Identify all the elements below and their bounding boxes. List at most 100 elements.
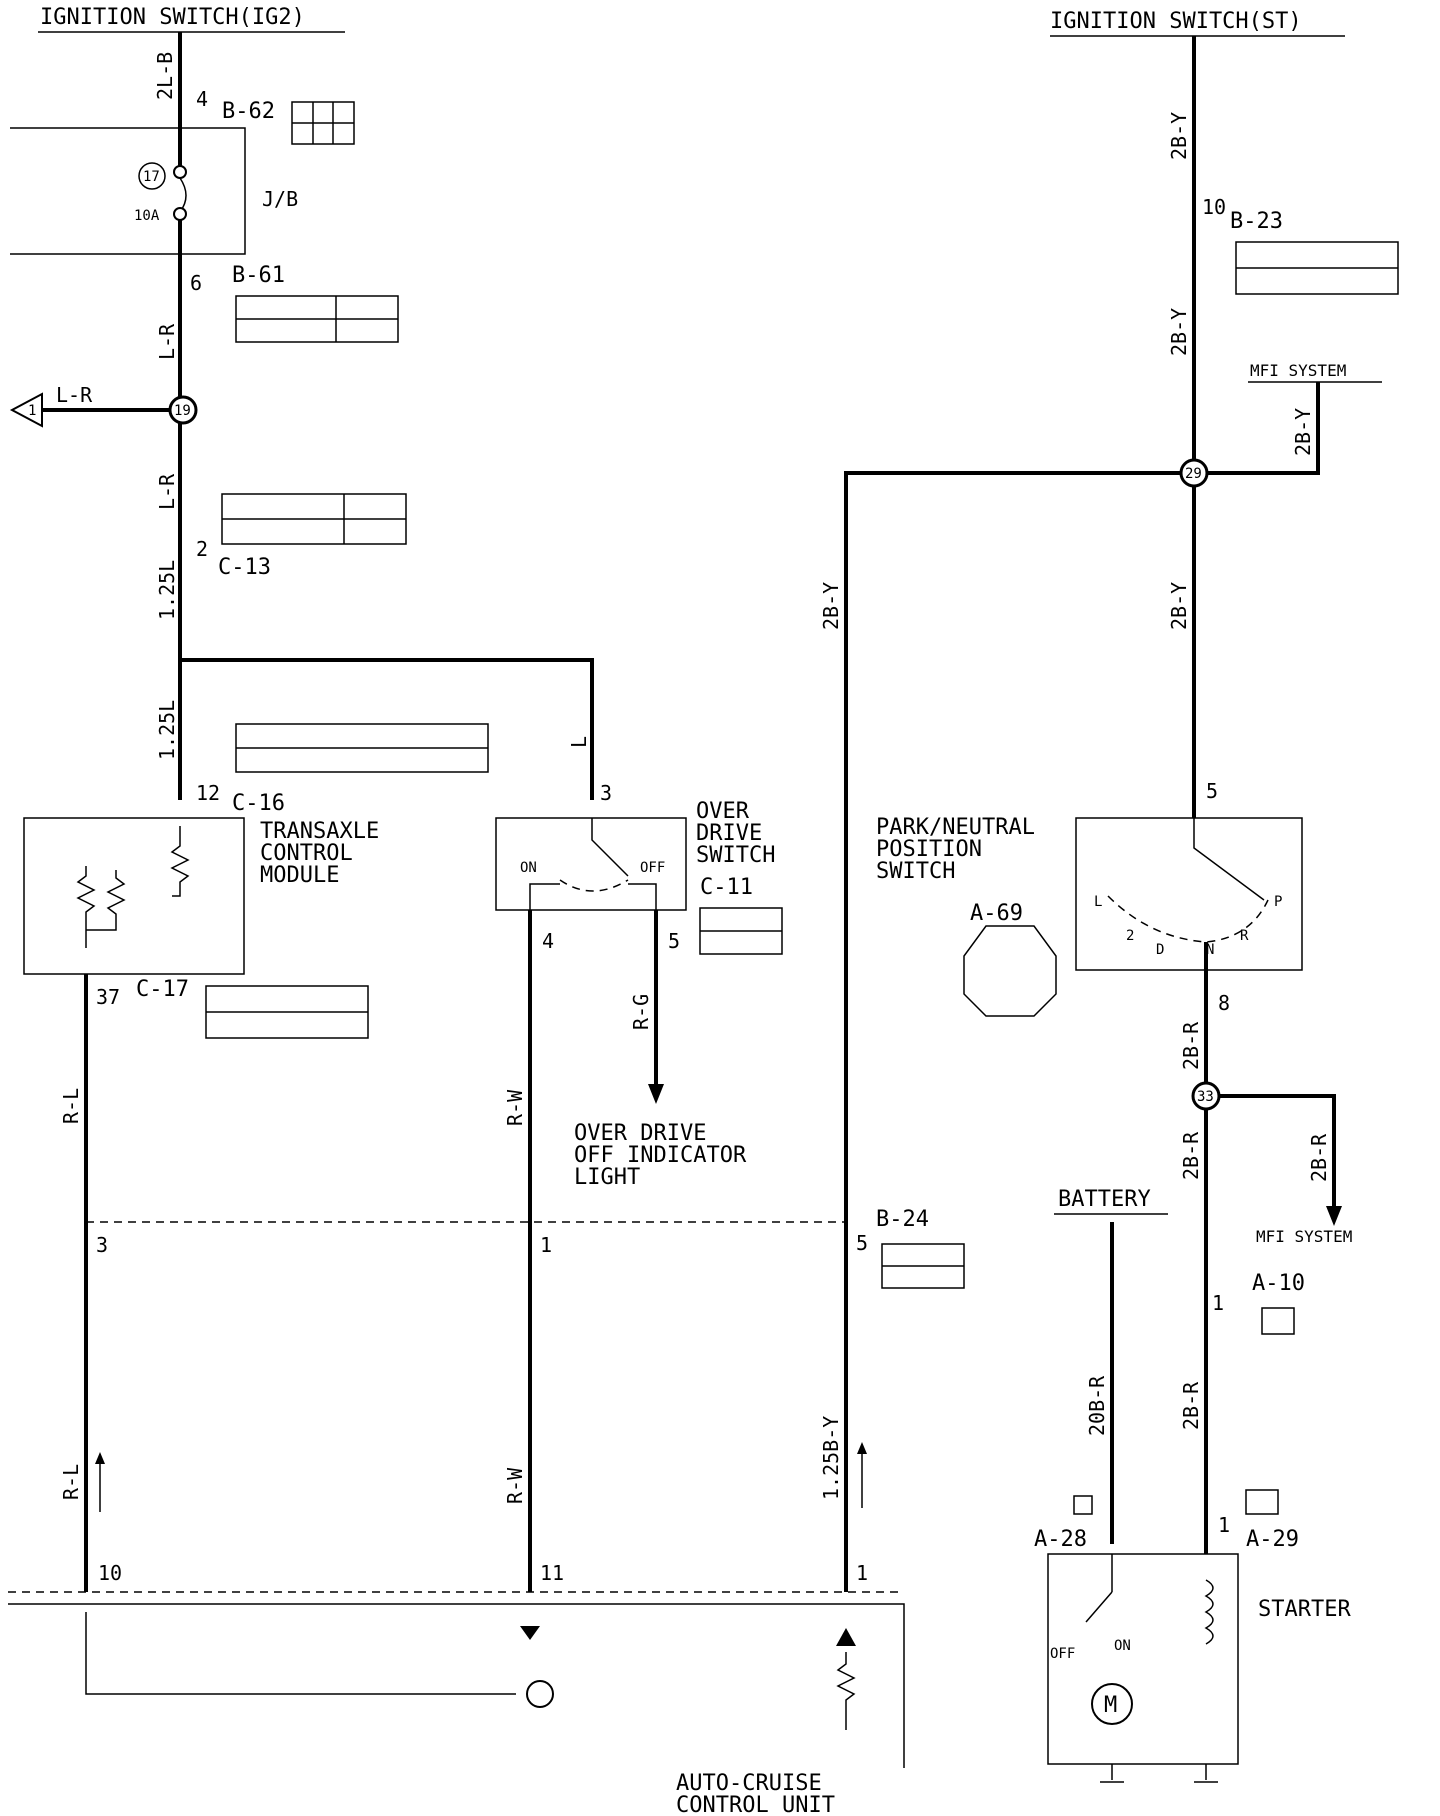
junction-33-label: 33: [1197, 1089, 1214, 1105]
pin-c16: 12: [196, 781, 220, 805]
pn-switch-arc: [1107, 895, 1269, 943]
fuse-rating: 10A: [134, 208, 160, 224]
pin-acu-11: 11: [540, 1561, 564, 1585]
connector-c17-icon: [205, 985, 369, 1039]
pointer-arrow-number: 1: [28, 403, 36, 419]
od-switch-arc: [559, 879, 629, 892]
battery-label: BATTERY: [1058, 1187, 1151, 1212]
current-arrow-r-l-head: [95, 1452, 105, 1464]
od-light-label-2: OFF INDICATOR: [574, 1143, 747, 1168]
mfi-system-bottom-label: MFI SYSTEM: [1256, 1227, 1352, 1246]
wire-label-r-w-1: R-W: [503, 1089, 527, 1126]
connector-a69-label: A-69: [970, 901, 1023, 926]
od-light-label-1: OVER DRIVE: [574, 1121, 706, 1146]
connector-c17-label: C-17: [136, 977, 189, 1002]
connector-a28-label: A-28: [1034, 1527, 1087, 1552]
pin-c13: 2: [196, 537, 208, 561]
tcm-label-1: TRANSAXLE: [260, 819, 379, 844]
wire-label-2b-y-3: 2B-Y: [1167, 582, 1191, 630]
connector-b61-label: B-61: [232, 263, 285, 288]
od-label-1: OVER: [696, 799, 750, 824]
connector-a10-label: A-10: [1252, 1271, 1305, 1296]
connector-b23-label: B-23: [1230, 209, 1283, 234]
wire-label-l: L: [567, 736, 591, 748]
pin-a10: 1: [1212, 1291, 1224, 1315]
acu-label-1: AUTO-CRUISE: [676, 1771, 822, 1796]
acu-internal-resistor: [836, 1652, 856, 1730]
fuse-number-badge: [138, 162, 166, 190]
junction-29: [1179, 458, 1209, 488]
jb-label: J/B: [262, 187, 298, 211]
connector-b24-icon: [881, 1243, 965, 1289]
od-label-3: SWITCH: [696, 843, 775, 868]
pin-b23: 10: [1202, 195, 1226, 219]
junction-19-label: 19: [174, 403, 191, 419]
connector-c11-label: C-11: [700, 875, 753, 900]
wire-2b-y-to-junction: [844, 471, 1194, 1592]
wire-label-2b-r-mfi: 2B-R: [1307, 1133, 1331, 1182]
connector-b62-icon: [291, 101, 355, 145]
auto-cruise-unit-box: [8, 1603, 905, 1768]
wire-label-2b-y-2: 2B-Y: [1167, 308, 1191, 356]
current-arrow-b-y-head: [857, 1442, 867, 1454]
wire-2b-r-mfi-arrow: [1326, 1206, 1342, 1226]
pn-label-1: PARK/NEUTRAL: [876, 815, 1035, 840]
connector-a29-icon: [1245, 1489, 1279, 1515]
tcm-internal-resistor: [170, 826, 190, 897]
wire-r-g-arrow: [648, 1084, 664, 1104]
connector-a28-icon: [1073, 1495, 1093, 1515]
starter-box: [1047, 1553, 1239, 1765]
od-switch-on-contact: [529, 883, 560, 910]
junction-29-label: 29: [1185, 466, 1202, 482]
pin-b24-5: 5: [856, 1231, 868, 1255]
pin-acu-1: 1: [856, 1561, 868, 1585]
pin-b61: 6: [190, 271, 202, 295]
junction-19: [168, 395, 198, 425]
wire-label-1-25l-2: 1.25L: [155, 700, 179, 760]
starter-motor: [1091, 1683, 1133, 1725]
wire-label-l-r-branch: L-R: [56, 383, 93, 407]
od-label-2: DRIVE: [696, 821, 762, 846]
connector-a10-icon: [1261, 1307, 1295, 1335]
pin-a29: 1: [1218, 1513, 1230, 1537]
acu-diode-1: [520, 1626, 540, 1640]
pn-pos-p: P: [1274, 894, 1282, 910]
connector-c13-icon: [221, 493, 407, 545]
wire-2b-y-to-mfi: [1194, 382, 1320, 475]
mfi-system-top-label: MFI SYSTEM: [1250, 361, 1346, 380]
od-switch-lever: [591, 818, 629, 877]
pointer-arrow-1: [9, 392, 43, 428]
acu-transistor: [526, 1680, 554, 1708]
pin-c11-on: 4: [542, 929, 554, 953]
acu-label-2: CONTROL UNIT: [676, 1793, 835, 1816]
junction-33: [1191, 1081, 1221, 1111]
pn-pos-d: D: [1156, 942, 1164, 958]
starter-contactor-lever: [1085, 1591, 1113, 1623]
pn-label-2: POSITION: [876, 837, 982, 862]
connector-b61-icon: [235, 295, 399, 343]
fuse-terminal-bottom: [173, 207, 187, 221]
wire-label-1-25l-1: 1.25L: [155, 560, 179, 620]
pn-pos-r: R: [1240, 928, 1249, 944]
starter-off: OFF: [1050, 1646, 1075, 1662]
fuse-terminal-top: [173, 165, 187, 179]
connector-b24-label: B-24: [876, 1207, 929, 1232]
wire-label-2b-y-1: 2B-Y: [1167, 112, 1191, 160]
connector-c13-label: C-13: [218, 555, 271, 580]
pin-acu-10: 10: [98, 1561, 122, 1585]
connector-b62-label: B-62: [222, 99, 275, 124]
wire-label-l-r-2: L-R: [155, 473, 179, 510]
pin-b24-3: 3: [96, 1233, 108, 1257]
pn-label-3: SWITCH: [876, 859, 955, 884]
wire-label-2b-r-2: 2B-R: [1179, 1131, 1203, 1180]
starter-solenoid-coil: [1204, 1579, 1214, 1645]
acu-internal-line-1: [85, 1612, 516, 1695]
ignition-switch-st-title: IGNITION SWITCH(ST): [1050, 9, 1302, 34]
wire-l-to-overdrive: [180, 658, 594, 800]
pin-pn-out: 8: [1218, 991, 1230, 1015]
ignition-switch-ig2-title: IGNITION SWITCH(IG2): [40, 5, 305, 30]
pin-b24-1: 1: [540, 1233, 552, 1257]
pin-c11-in: 3: [600, 781, 612, 805]
transaxle-control-module-box: [23, 817, 245, 975]
